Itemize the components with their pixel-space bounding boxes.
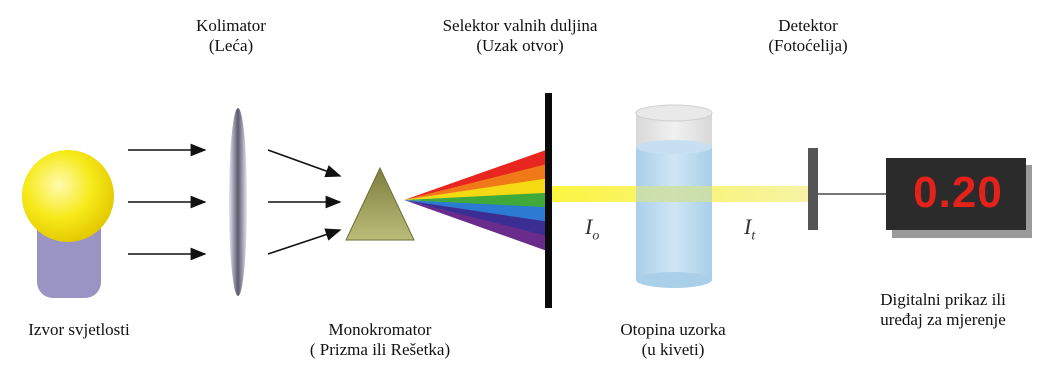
collimator-label-line2: (Leća) (208, 36, 254, 55)
spectrum-band-red (404, 150, 546, 200)
cuvette-top-rim (635, 104, 713, 122)
transmitted-intensity-label: It (744, 214, 755, 244)
selector-label-line1: Selektor valnih duljina (442, 16, 598, 35)
lamp-bulb (22, 150, 114, 242)
monochromator-label-line2: ( Prizma ili Rešetka) (309, 340, 451, 359)
arrow-out-top (267, 149, 342, 178)
incident-intensity-subscript: o (592, 228, 600, 244)
prism (345, 166, 415, 241)
transmitted-intensity-symbol: I (744, 214, 752, 239)
selector-label-line2: (Uzak otvor) (476, 36, 564, 55)
digital-display (886, 158, 1032, 238)
transmitted-intensity-subscript: t (751, 228, 756, 244)
detector-plate (808, 148, 818, 230)
display-label-line1: Digitalni prikaz ili (880, 290, 1006, 309)
dispersed-spectrum (404, 150, 546, 251)
detector-label-line1: Detektor (778, 16, 838, 35)
sample-label: Otopina uzorka (u kiveti) (608, 320, 738, 360)
spectrum-band-yellow (404, 178, 546, 200)
collimator-label: Kolimator (Leća) (176, 16, 286, 56)
cuvette-bottom (636, 272, 712, 288)
collimated-light-arrows (267, 149, 342, 255)
source-label: Izvor svjetlosti (4, 320, 154, 340)
monochromator-label-line1: Monokromator (328, 320, 432, 339)
detector-label-line2: (Fotoćelija) (768, 36, 848, 55)
sample-label-line1: Otopina uzorka (620, 320, 726, 339)
monochromator-label: Monokromator ( Prizma ili Rešetka) (290, 320, 470, 360)
incident-intensity-symbol: I (585, 214, 593, 239)
selector-label: Selektor valnih duljina (Uzak otvor) (420, 16, 620, 56)
sample-cuvette (635, 104, 713, 288)
arrow-out-bottom (267, 228, 342, 255)
collimator-lens (229, 108, 247, 296)
spectrum-band-green (404, 192, 546, 208)
sample-label-line2: (u kiveti) (641, 340, 705, 359)
source-label-text: Izvor svjetlosti (28, 320, 130, 339)
collimator-label-line1: Kolimator (196, 16, 266, 35)
display-label: Digitalni prikaz ili uređaj za mjerenje (858, 290, 1028, 330)
display-screen (886, 158, 1026, 230)
spectrum-band-violet (404, 200, 546, 251)
spectrum-band-orange (404, 164, 546, 200)
display-label-line2: uređaj za mjerenje (880, 310, 1006, 329)
light-source (22, 150, 114, 298)
detector-label: Detektor (Fotoćelija) (748, 16, 868, 56)
beam-through-sample (636, 186, 712, 202)
incoming-light-arrows (128, 143, 207, 261)
wavelength-selector-slit (545, 93, 552, 308)
cuvette-liquid-surface (636, 140, 712, 154)
cuvette-liquid (636, 147, 712, 280)
incident-intensity-label: Io (585, 214, 599, 244)
display-reading: 0.20 (913, 168, 1003, 217)
